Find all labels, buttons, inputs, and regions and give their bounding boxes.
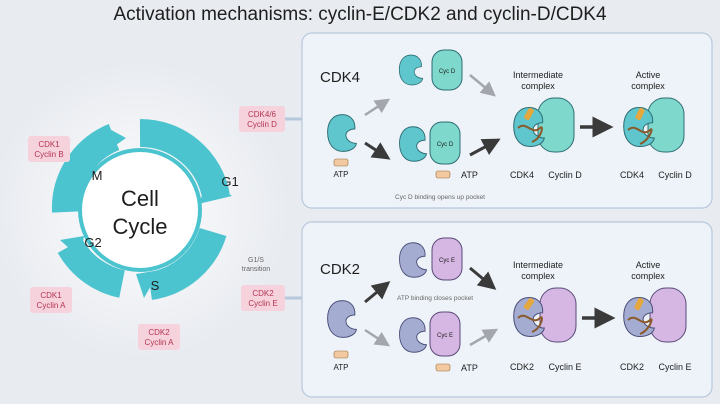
cdk4-light-arrow-up bbox=[364, 98, 391, 117]
cdk2-intermediate-label-2: complex bbox=[521, 271, 555, 281]
diagram-title: Activation mechanisms: cyclin-E/CDK2 and… bbox=[113, 4, 607, 25]
cdk2-intermediate-complex bbox=[513, 287, 577, 343]
svg-text:Cyclin E: Cyclin E bbox=[248, 299, 277, 308]
cdk2-atp-label-mid: ATP bbox=[461, 363, 478, 373]
atp-molecule bbox=[333, 350, 349, 359]
cyclin-d-bottom bbox=[429, 121, 461, 165]
cdk2-intermediate-cdk: CDK2 bbox=[510, 362, 534, 372]
cdk2-active-complex bbox=[623, 287, 687, 343]
cdk4-active-label-1: Active bbox=[636, 70, 661, 80]
cdk2-heading: CDK2 bbox=[320, 261, 360, 278]
svg-text:CDK2: CDK2 bbox=[148, 328, 170, 337]
cdk2-active-cdk: CDK2 bbox=[620, 362, 644, 372]
cdk2-note: ATP binding closes pocket bbox=[397, 295, 473, 302]
cdk4-intermediate-label-1: Intermediate bbox=[513, 70, 563, 80]
phase-label-g1: G1 bbox=[221, 174, 238, 189]
atp-molecule bbox=[333, 158, 349, 167]
phase-label-g2: G2 bbox=[84, 235, 101, 250]
ring-segment-m bbox=[51, 124, 120, 213]
ring-segment-s bbox=[147, 227, 227, 300]
atp-molecule bbox=[435, 170, 451, 179]
svg-text:CDK2: CDK2 bbox=[252, 289, 274, 298]
center-label-line2: Cycle bbox=[112, 214, 167, 239]
phase-label-s: S bbox=[151, 278, 160, 293]
phase-label-m: M bbox=[92, 168, 103, 183]
cdk4-note: Cyc D binding opens up pocket bbox=[395, 194, 485, 201]
cdk2-intermediate-label-1: Intermediate bbox=[513, 260, 563, 270]
svg-text:Cyclin A: Cyclin A bbox=[37, 301, 67, 310]
cyc-d-tag-bottom: Cyc D bbox=[437, 142, 454, 148]
cdk4-dark-arrow-right bbox=[469, 138, 501, 157]
badge-cdk2-cyclin-a: CDK2 Cyclin A bbox=[138, 324, 180, 350]
cdk4-intermediate-complex bbox=[513, 97, 575, 153]
cdk4-heading: CDK4 bbox=[320, 69, 360, 86]
cdk4-intermediate-label-2: complex bbox=[521, 81, 555, 91]
cdk4-intermediate-cdk: CDK4 bbox=[510, 170, 534, 180]
svg-text:Cyclin D: Cyclin D bbox=[247, 120, 277, 129]
cell-cycle-center bbox=[78, 148, 202, 272]
badge-cdk46-cyclin-d: CDK4/6 Cyclin D bbox=[239, 106, 285, 132]
badge-cdk1-cyclin-a: CDK1 Cyclin A bbox=[30, 287, 72, 313]
svg-text:Cyclin B: Cyclin B bbox=[34, 150, 63, 159]
cell-cycle-ring bbox=[51, 118, 232, 300]
svg-text:CDK4/6: CDK4/6 bbox=[248, 110, 277, 119]
svg-text:CDK1: CDK1 bbox=[38, 140, 60, 149]
cdk2-active-cyclin: Cyclin E bbox=[658, 362, 691, 372]
ring-arrow-g1 bbox=[198, 180, 232, 204]
cdk4-atp-label-mid: ATP bbox=[461, 170, 478, 180]
ring-arrow-g2 bbox=[60, 236, 84, 258]
cyc-e-tag-bottom: Cyc E bbox=[437, 333, 453, 339]
ring-arrow-s bbox=[136, 270, 160, 298]
ring-arrow-m bbox=[104, 126, 126, 152]
cdk4-active-label-2: complex bbox=[631, 81, 665, 91]
badge-cdk2-cyclin-e: CDK2 Cyclin E bbox=[241, 285, 285, 311]
cdk2-intermediate-cyclin: Cyclin E bbox=[548, 362, 581, 372]
atp-molecule bbox=[435, 363, 451, 372]
cdk4-active-complex bbox=[623, 97, 685, 153]
cdk4-dark-arrow-down bbox=[364, 141, 391, 160]
cdk2-active-label-1: Active bbox=[636, 260, 661, 270]
svg-text:CDK1: CDK1 bbox=[40, 291, 62, 300]
cdk4-intermediate-cyclin: Cyclin D bbox=[548, 170, 582, 180]
transition-label-line1: G1/S bbox=[248, 257, 264, 264]
cdk4-atp-label-left: ATP bbox=[334, 170, 349, 179]
cyclin-d-top bbox=[431, 49, 463, 91]
cyc-d-tag-top: Cyc D bbox=[439, 69, 456, 75]
svg-text:Cyclin A: Cyclin A bbox=[145, 338, 175, 347]
transition-label-line2: transition bbox=[242, 266, 271, 273]
cdk2-dark-arrow-up bbox=[364, 281, 391, 304]
center-label-line1: Cell bbox=[121, 186, 159, 211]
cdk4-active-cdk: CDK4 bbox=[620, 170, 644, 180]
cdk2-light-arrow-down bbox=[364, 328, 391, 347]
cdk2-atp-label-left: ATP bbox=[334, 363, 349, 372]
cyclin-e-top bbox=[431, 237, 463, 281]
badge-cdk1-cyclin-b: CDK1 Cyclin B bbox=[28, 136, 70, 162]
cdk2-active-label-2: complex bbox=[631, 271, 665, 281]
cyc-e-tag-top: Cyc E bbox=[439, 258, 455, 264]
cdk2-light-arrow-right bbox=[469, 328, 499, 347]
cdk2-dark-arrow-right bbox=[469, 266, 497, 290]
cyclin-e-bottom bbox=[429, 311, 461, 357]
cdk4-light-arrow-right bbox=[469, 74, 496, 97]
cdk4-active-cyclin: Cyclin D bbox=[658, 170, 692, 180]
